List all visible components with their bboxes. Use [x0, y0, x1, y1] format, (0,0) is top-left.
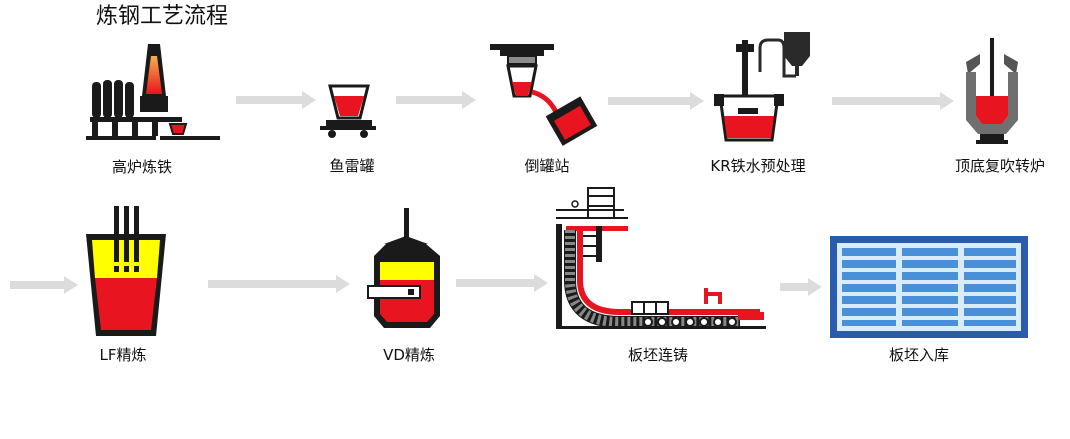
- step-label-slab-warehouse: 板坯入库: [888, 346, 950, 364]
- step-label-torpedo-ladle: 鱼雷罐: [329, 157, 375, 175]
- kr-pretreatment-icon: [714, 32, 810, 142]
- slab-warehouse-icon: [830, 236, 1028, 338]
- torpedo-ladle-icon: [320, 84, 376, 138]
- vd-refining-icon: [367, 208, 440, 328]
- step-label-converter: 顶底复吹转炉: [954, 157, 1046, 175]
- ladle-pouring-station-icon: [490, 44, 598, 146]
- diagram-title: 炼钢工艺流程: [96, 4, 229, 29]
- step-label-lf-refining: LF精炼: [99, 346, 147, 364]
- flow-arrow: [832, 92, 954, 110]
- flow-arrow: [396, 91, 476, 109]
- step-label-pouring-station: 倒罐站: [524, 157, 570, 175]
- step-label-kr-pretreatment: KR铁水预处理: [710, 157, 806, 175]
- lf-refining-icon: [86, 206, 166, 336]
- flow-arrow: [780, 278, 822, 296]
- flow-arrow: [208, 275, 350, 293]
- step-label-blast-furnace: 高炉炼铁: [111, 158, 173, 176]
- converter-icon: [966, 38, 1018, 144]
- step-label-continuous-casting: 板坯连铸: [627, 346, 689, 364]
- blast-furnace-icon: [86, 44, 220, 140]
- flow-arrow: [236, 91, 316, 109]
- continuous-caster-icon: [556, 187, 766, 329]
- flow-arrow: [456, 274, 548, 292]
- flow-arrow: [608, 92, 704, 110]
- step-label-vd-refining: VD精炼: [383, 346, 435, 364]
- flow-arrow: [10, 276, 78, 294]
